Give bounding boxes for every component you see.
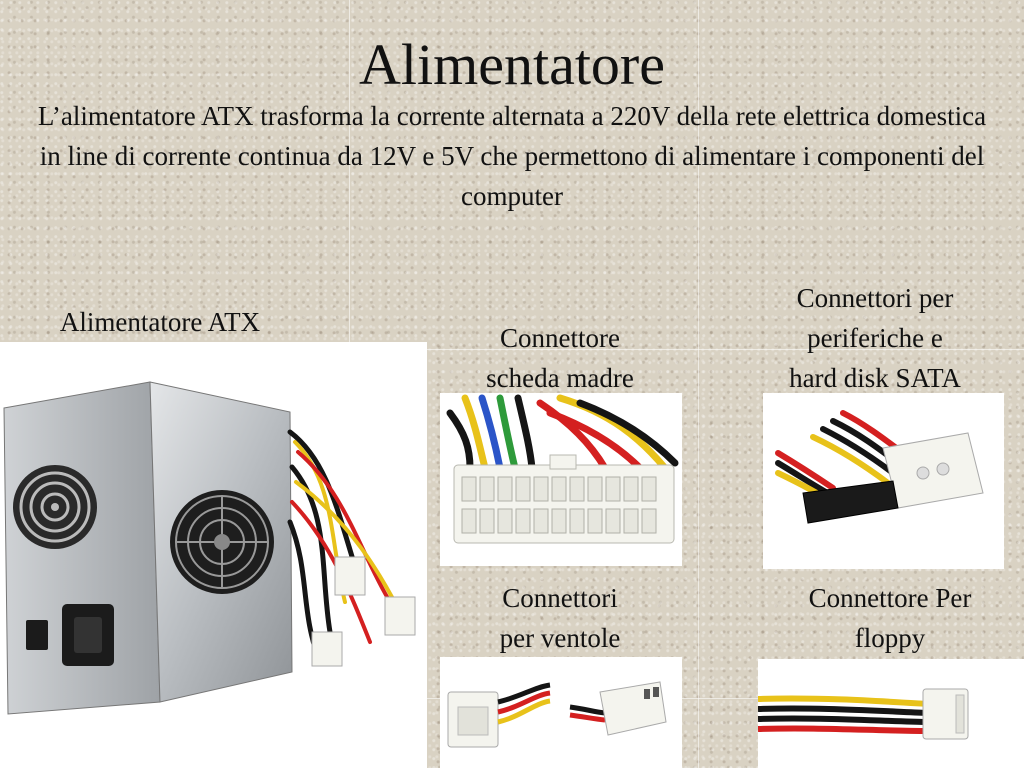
power-supply-illustration: [3, 381, 416, 715]
connector-wires: [446, 394, 679, 472]
caption-line: per ventole: [499, 623, 621, 653]
floppy-connector-illustration: [758, 688, 969, 740]
caption-line: periferiche e: [807, 323, 943, 353]
atx-24pin-illustration: [446, 394, 679, 544]
caption-line: Connettore Per: [808, 583, 972, 613]
caption-floppy-connector: Connettore Per floppy: [765, 578, 1015, 658]
caption-fan-connectors: Connettori per ventole: [440, 578, 680, 658]
motherboard-connector-photo: [440, 393, 682, 566]
caption-psu: Alimentatore ATX: [59, 307, 261, 337]
fan-wires: [497, 682, 606, 725]
power-socket-icon: [26, 604, 114, 666]
caption-line: Connettore: [500, 323, 620, 353]
connector-latch: [549, 454, 577, 470]
caption-line: floppy: [854, 623, 926, 653]
fan-connectors-illustration: [447, 681, 667, 748]
caption-line: Connettori per: [796, 283, 954, 313]
caption-sata-connectors: Connettori per periferiche e hard disk S…: [745, 278, 1005, 398]
sata-connector-photo: [763, 393, 1004, 569]
molex-connector: [334, 556, 366, 596]
rear-fan-grill: [13, 465, 97, 549]
connector-pins: [461, 476, 657, 534]
molex-4pin-connector: [882, 432, 984, 509]
caption-motherboard-connector: Connettore scheda madre: [440, 318, 680, 398]
sata-adapter-illustration: [775, 410, 984, 524]
psu-photo: [0, 342, 427, 768]
molex-connector: [384, 596, 416, 636]
fan-connectors-photo: [440, 657, 682, 768]
side-fan-icon: [170, 490, 274, 594]
molex-connector: [311, 631, 343, 667]
floppy-connector-photo: [758, 659, 1024, 768]
slide-intro-text: L’alimentatore ATX trasforma la corrente…: [37, 101, 987, 211]
slide-title: Alimentatore: [358, 32, 665, 97]
caption-line: Connettori: [502, 583, 618, 613]
caption-line: hard disk SATA: [789, 363, 961, 393]
caption-line: scheda madre: [486, 363, 634, 393]
background-seam: [0, 349, 1024, 350]
sata-power-connector: [802, 480, 899, 524]
floppy-wires: [758, 695, 929, 734]
background-seam: [698, 0, 699, 768]
